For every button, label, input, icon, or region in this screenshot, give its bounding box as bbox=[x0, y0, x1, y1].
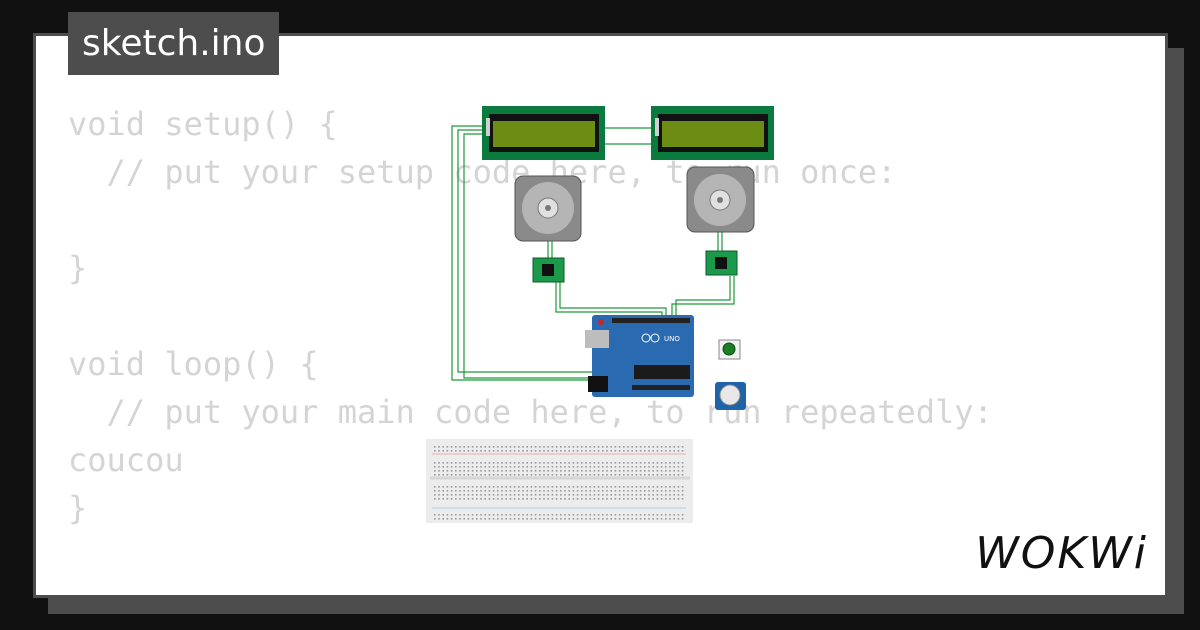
wokwi-logo: WOKWi bbox=[975, 528, 1148, 579]
code-line: // put your main code here, to run repea… bbox=[68, 393, 993, 431]
file-name-tab: sketch.ino bbox=[68, 12, 280, 75]
code-line: coucou bbox=[68, 441, 184, 479]
pushbutton-icon bbox=[718, 339, 741, 360]
code-line: } bbox=[68, 489, 88, 527]
breadboard-icon bbox=[426, 439, 693, 523]
arduino-uno-icon: UNO bbox=[585, 315, 694, 397]
potentiometer-icon bbox=[715, 382, 746, 410]
a4988-driver-icon bbox=[705, 250, 738, 276]
code-line: void loop() { bbox=[68, 345, 319, 383]
code-listing: void setup() { // put your setup code he… bbox=[68, 100, 993, 532]
lcd1602-icon bbox=[482, 106, 605, 160]
stepper-motor-icon bbox=[686, 166, 755, 233]
lcd1602-icon bbox=[651, 106, 774, 160]
board-label: UNO bbox=[664, 335, 680, 343]
a4988-driver-icon bbox=[532, 257, 565, 283]
code-line: // put your setup code here, to run once… bbox=[68, 153, 897, 191]
code-line: } bbox=[68, 249, 88, 287]
stepper-motor-icon bbox=[514, 175, 582, 242]
code-line: void setup() { bbox=[68, 105, 338, 143]
